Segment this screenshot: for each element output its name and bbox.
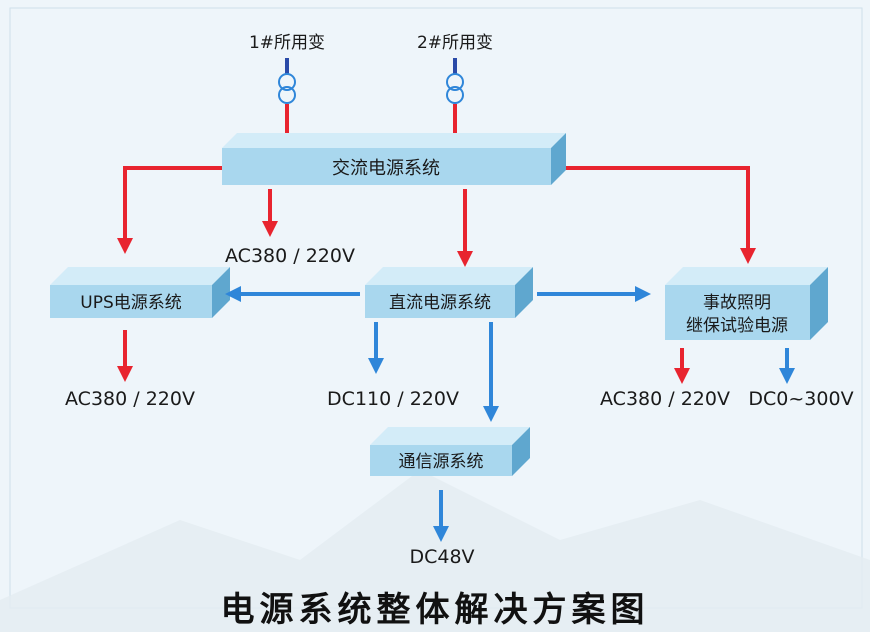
- emergency-dc-output-label: DC0~300V: [748, 388, 853, 410]
- ac-power-system-box: 交流电源系统: [222, 133, 566, 185]
- transformer-1: 1#所用变: [249, 33, 325, 140]
- transformer-2-label: 2#所用变: [417, 33, 493, 53]
- transformer-1-label: 1#所用变: [249, 33, 325, 53]
- emergency-lighting-box: 事故照明 继保试验电源: [665, 267, 828, 340]
- transformer-coil-icon: [278, 73, 296, 91]
- relay-test-power-label: 继保试验电源: [686, 316, 788, 336]
- transformer-coil-icon: [446, 73, 464, 91]
- ac-output-label: AC380 / 220V: [225, 245, 355, 267]
- ups-power-system-box: UPS电源系统: [50, 267, 230, 318]
- communication-power-label: 通信源系统: [399, 452, 484, 472]
- ac-power-system-label: 交流电源系统: [332, 158, 440, 179]
- ac-distribution-arrows: [117, 166, 756, 267]
- ups-output-label: AC380 / 220V: [65, 388, 195, 410]
- dc-power-system-label: 直流电源系统: [389, 293, 491, 313]
- transformer-2: 2#所用变: [417, 33, 493, 140]
- page-title: 电源系统整体解决方案图: [220, 590, 650, 630]
- comm-output-label: DC48V: [409, 546, 474, 568]
- communication-power-box: 通信源系统: [370, 427, 530, 476]
- dc-output-label: DC110 / 220V: [327, 388, 459, 410]
- background-decor: [0, 7, 870, 632]
- emergency-lighting-label: 事故照明: [703, 293, 771, 313]
- ups-power-system-label: UPS电源系统: [80, 293, 182, 313]
- dc-distribution-arrows: [225, 286, 651, 422]
- emergency-ac-output-label: AC380 / 220V: [600, 388, 730, 410]
- dc-power-system-box: 直流电源系统: [365, 267, 533, 318]
